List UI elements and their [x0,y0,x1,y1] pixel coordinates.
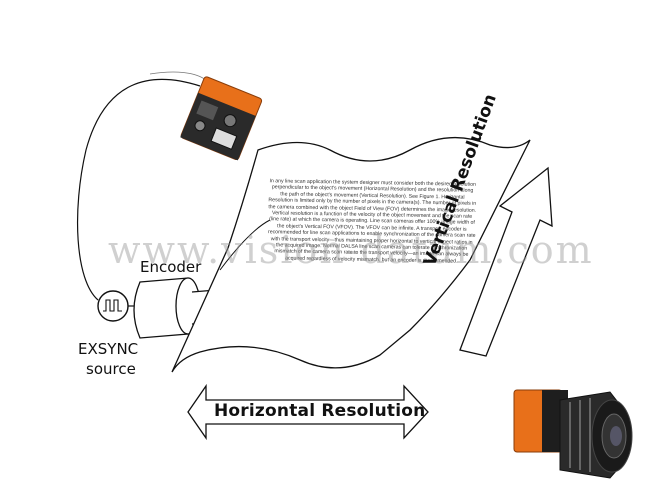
horizontal-arrow [187,383,429,441]
exsync-label: EXSYNC [78,340,139,358]
lens-camera-icon [513,389,633,479]
exsync-source-label: source [86,360,136,378]
watermark: www.vision-datum.com [108,228,594,272]
vertical-arrow [459,166,553,357]
exsync-source-icon [97,290,129,322]
sheet-fold [219,219,271,271]
web-sheet [171,136,531,373]
encoder-label: Encoder [140,258,202,276]
top-cable [149,71,207,81]
top-camera-icon [180,76,263,161]
horizontal-resolution-label: Horizontal Resolution [214,401,426,421]
sync-cable [76,78,201,301]
